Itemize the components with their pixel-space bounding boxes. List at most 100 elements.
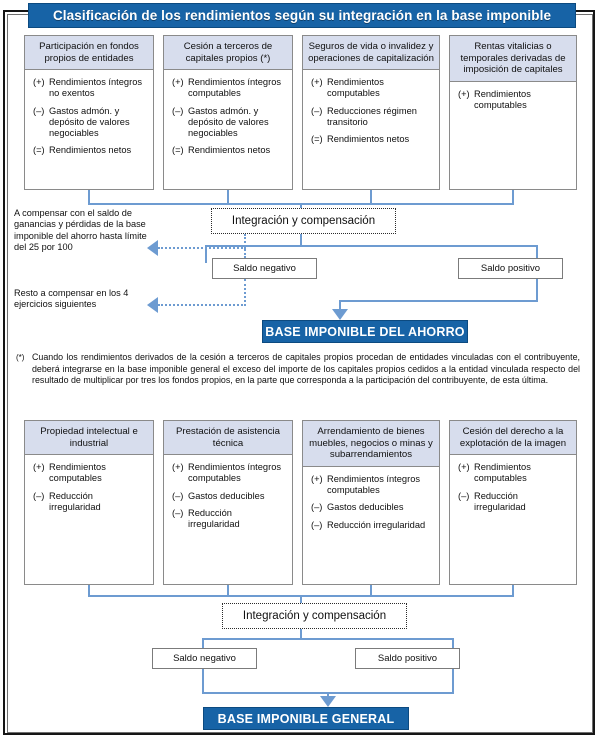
- item-text: Rendimientos íntegros computables: [188, 462, 282, 484]
- list-item: (=)Rendimientos netos: [33, 145, 147, 156]
- connector-line: [536, 245, 538, 263]
- item-text: Rendimientos netos: [327, 134, 410, 145]
- concept-box-body: (+) Rendimientos computables (–) Reducción…: [25, 455, 153, 525]
- concept-box-body: (+)Rendimientos íntegros no exentos (–)G…: [25, 70, 153, 169]
- concept-box: Propiedad intelectual e industrial (+) Re…: [24, 420, 154, 585]
- connector-line: [88, 585, 90, 596]
- concept-box-title: Propiedad intelectual e industrial: [25, 421, 153, 456]
- list-item: (+) Rendimientos íntegros computables: [172, 462, 286, 484]
- item-text: Rendimientos íntegros computables: [188, 77, 282, 99]
- saldo-positivo-box: Saldo positivo: [458, 258, 563, 279]
- arrow-down-icon: [320, 696, 336, 707]
- item-text: Rendimientos íntegros computables: [327, 473, 421, 495]
- concept-box: Participación en fondos propios de entid…: [24, 35, 154, 190]
- page-title: Clasificación de los rendimientos según …: [28, 3, 576, 28]
- concept-box-title: Rentas vitalicias o temporales derivadas…: [450, 36, 576, 82]
- item-text: Rendimientos íntegros no exentos: [49, 77, 143, 99]
- concept-box-body: (+)Rendimientos computables (–) Reduccion…: [303, 70, 439, 158]
- connector-line: [327, 692, 329, 698]
- item-sign: (–): [458, 490, 470, 501]
- concept-box-title: Prestación de asistencia técnica: [164, 421, 292, 456]
- connector-dotted: [244, 234, 246, 258]
- item-sign: (+): [172, 462, 184, 473]
- item-text: Gastos deducibles: [188, 490, 265, 501]
- connector-dotted: [158, 304, 246, 306]
- list-item: (–)Gastos deducibles: [172, 491, 286, 502]
- concept-box: Seguros de vida o invalidez y operacione…: [302, 35, 440, 190]
- item-sign: (–): [311, 105, 323, 116]
- item-text: Gastos admón. y depósito de valores nego…: [49, 105, 130, 138]
- list-item: (+)Rendimientos computables: [311, 77, 433, 99]
- concept-box-body: (+) Rendimientos íntegros computables (–)…: [164, 70, 292, 169]
- connector-line: [205, 245, 538, 247]
- list-item: (+) Rendimientos íntegros computables: [311, 474, 433, 496]
- item-sign: (+): [33, 77, 45, 88]
- list-item: (=)Rendimientos netos: [172, 145, 286, 156]
- list-item: (–)Gastos admón. y depósito de valores n…: [172, 106, 286, 139]
- item-sign: (=): [311, 134, 323, 145]
- item-sign: (–): [33, 490, 45, 501]
- connector-line: [370, 585, 372, 596]
- connector-line: [300, 629, 302, 639]
- note-resto-compensar: Resto a compensar en los 4 ejercicios si…: [14, 288, 129, 310]
- item-sign: (=): [33, 145, 45, 156]
- concept-box: Prestación de asistencia técnica (+) Rend…: [163, 420, 293, 585]
- connector-line: [227, 190, 229, 204]
- concept-box-body: (+) Rendimientos íntegros computables (–)…: [303, 467, 439, 544]
- result-base-imponible-ahorro: BASE IMPONIBLE DEL AHORRO: [262, 320, 468, 343]
- concept-box-title: Arrendamiento de bienes muebles, negocio…: [303, 421, 439, 467]
- item-text: Reducción irregularidad: [327, 519, 426, 530]
- item-text: Rendimientos netos: [188, 145, 271, 156]
- item-text: Rendimientos computables: [474, 462, 531, 484]
- list-item: (+) Rendimientos íntegros computables: [172, 77, 286, 99]
- connector-line: [300, 234, 302, 246]
- list-item: (–) Reducción irregularidad: [172, 508, 286, 530]
- list-item: (+) Rendimientos computables: [458, 89, 570, 111]
- connector-line: [536, 279, 538, 302]
- item-sign: (–): [172, 105, 184, 116]
- concept-box-body: (+) Rendimientos íntegros computables (–)…: [164, 455, 292, 543]
- item-sign: (+): [172, 77, 184, 88]
- item-text: Rendimientos computables: [474, 88, 531, 110]
- footnote-text: Cuando los rendimientos derivados de la …: [32, 352, 580, 386]
- footnote: (*) Cuando los rendimientos derivados de…: [16, 352, 580, 387]
- item-text: Reducción irregularidad: [49, 490, 101, 512]
- item-sign: (–): [311, 502, 323, 513]
- list-item: (–) Gastos deducibles: [311, 502, 433, 513]
- concept-box: Arrendamiento de bienes muebles, negocio…: [302, 420, 440, 585]
- item-sign: (+): [458, 88, 470, 99]
- saldo-negativo-box: Saldo negativo: [212, 258, 317, 279]
- list-item: (+) Rendimientos computables: [458, 462, 570, 484]
- saldo-negativo-box: Saldo negativo: [152, 648, 257, 669]
- item-sign: (+): [458, 462, 470, 473]
- connector-line: [339, 300, 341, 311]
- arrow-down-icon: [332, 309, 348, 320]
- item-text: Reducción irregularidad: [474, 490, 526, 512]
- connector-line: [339, 300, 538, 302]
- integration-box: Integración y compensación: [222, 603, 407, 629]
- item-text: Rendimientos computables: [49, 462, 106, 484]
- item-text: Reducciones régimen transitorio: [327, 105, 417, 127]
- concept-box: Rentas vitalicias o temporales derivadas…: [449, 35, 577, 190]
- connector-line: [370, 190, 372, 204]
- connector-line: [512, 190, 514, 204]
- connector-dotted: [244, 279, 246, 306]
- item-text: Gastos deducibles: [327, 502, 404, 513]
- item-sign: (+): [33, 462, 45, 473]
- concept-box-title: Cesión del derecho a la explotación de l…: [450, 421, 576, 456]
- list-item: (–) Reducción irregularidad: [33, 491, 147, 513]
- connector-dotted: [158, 247, 246, 249]
- connector-line: [512, 585, 514, 596]
- item-sign: (–): [311, 519, 323, 530]
- concept-box-title: Cesión a terceros de capitales propios (…: [164, 36, 292, 71]
- list-item: (–) Reducciones régimen transitorio: [311, 106, 433, 128]
- concept-box: Cesión a terceros de capitales propios (…: [163, 35, 293, 190]
- item-text: Reducción irregularidad: [188, 508, 240, 530]
- item-sign: (+): [311, 473, 323, 484]
- list-item: (=) Rendimientos netos: [311, 134, 433, 145]
- concept-box: Cesión del derecho a la explotación de l…: [449, 420, 577, 585]
- result-base-imponible-general: BASE IMPONIBLE GENERAL: [203, 707, 409, 730]
- integration-box: Integración y compensación: [211, 208, 396, 234]
- item-sign: (–): [172, 508, 184, 519]
- arrow-left-icon: [147, 297, 158, 313]
